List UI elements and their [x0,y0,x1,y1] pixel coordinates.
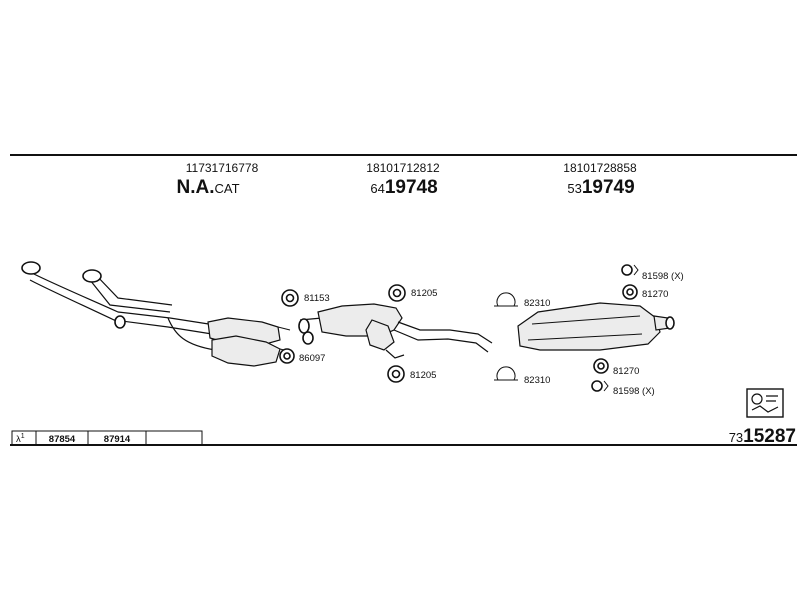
manifold-flange-left [21,261,41,275]
code-2-prefix: 64 [370,181,384,196]
manifold-flange-right [82,269,102,283]
label-82310-bottom: 82310 [524,375,550,386]
label-81205-bottom: 81205 [410,370,436,381]
center-silencer-assembly [298,303,493,359]
center-silencer-inlet-ring-2 [302,331,314,345]
clamp-82310-bottom-icon [494,366,518,381]
lambda-cell-1: 87854 [49,434,76,445]
label-81270-top: 81270 [642,289,668,300]
oe-number-1: 11731716778 [186,161,259,175]
oe-number-2: 18101712812 [366,161,440,175]
code-3-main: 19749 [582,177,635,198]
mount-81153-icon [281,289,299,307]
exploded-view-sheet-icon [746,388,784,418]
reference-prefix: 73 [729,430,743,445]
label-82310-top: 82310 [524,298,550,309]
label-81598-bottom: 81598 (X) [613,386,655,397]
label-81598-top: 81598 (X) [642,271,684,282]
clamp-82310-top-icon [494,292,518,307]
label-81270-bottom: 81270 [613,366,639,377]
hardware-icons [279,264,639,392]
mount-81598-top-icon [621,264,639,276]
lambda-symbol: λ1 [16,433,25,445]
code-3-prefix: 53 [567,181,581,196]
label-81205-top: 81205 [411,288,437,299]
label-86097: 86097 [299,353,325,364]
code-1: N.A.CAT [176,177,239,198]
code-2: 6419748 [370,177,437,198]
gasket-86097-icon [279,348,295,364]
mount-81270-top-icon [622,284,638,300]
code-2-main: 19748 [385,177,438,198]
code-1-main: N.A. [176,177,214,198]
mount-81205-bottom-icon [387,365,405,383]
center-silencer-inlet-ring [298,318,310,334]
code-3: 5319749 [567,177,634,198]
rear-silencer-body [517,302,661,351]
front-pipe-catalyst-assembly [21,261,293,367]
lambda-sensor-table: λ1 87854 87914 [11,430,203,446]
rear-silencer-assembly [517,302,675,351]
reference-main: 15287 [743,426,796,447]
code-1-suffix: CAT [214,181,239,196]
mount-81598-bottom-icon [591,380,609,392]
label-81153: 81153 [304,293,330,304]
mount-81205-top-icon [388,284,406,302]
catalytic-converter-lower [211,335,281,367]
lambda-cell-2: 87914 [104,434,131,445]
mount-81270-bottom-icon [593,358,609,374]
mid-flange [114,315,126,329]
reference-number: 7315287 [729,426,796,447]
oe-number-3: 18101728858 [563,161,637,175]
